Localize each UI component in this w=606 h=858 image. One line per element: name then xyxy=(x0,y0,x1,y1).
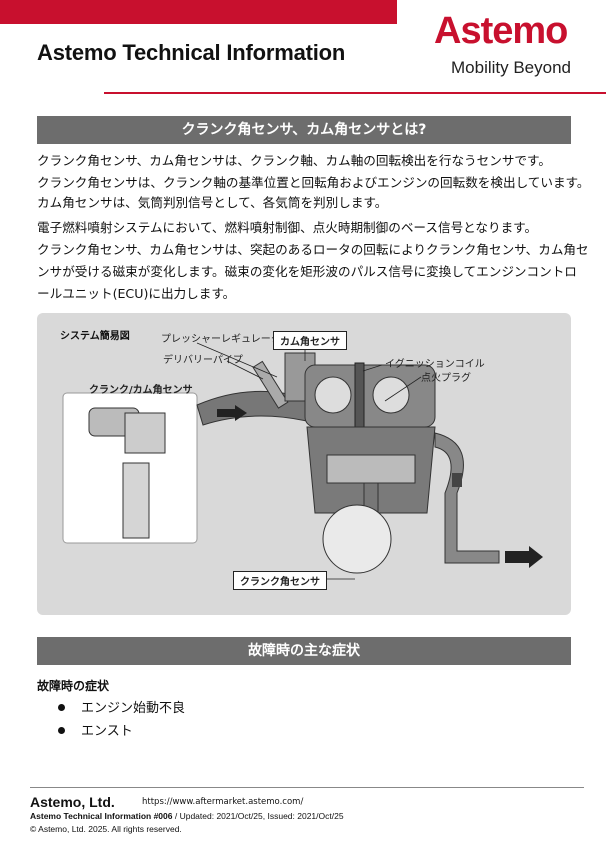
sensor-body xyxy=(122,462,150,539)
cam-sensor-paragraph: カム角センサは、気筒判別信号として、各気筒を判別します。 xyxy=(37,195,388,210)
symptom-list-item: エンジン始動不良 xyxy=(58,697,185,716)
symptom-list-item: エンスト xyxy=(58,720,133,739)
footer-doc-id: Astemo Technical Information #006 xyxy=(30,811,173,821)
callout-cam-sensor: カム角センサ xyxy=(273,331,347,350)
sensor-flange xyxy=(124,412,166,454)
exhaust-cam xyxy=(372,376,410,414)
engine-illustration xyxy=(62,342,543,580)
function-line: ンサが受ける磁束が変化します。磁束の変化を矩形波のパルス信号に変換してエンジンコ… xyxy=(37,264,577,279)
footer-copyright: © Astemo, Ltd. 2025. All rights reserved… xyxy=(30,824,182,834)
section-heading-symptoms: 故障時の主な症状 xyxy=(37,637,571,665)
astemo-logo: Astemo xyxy=(434,10,568,52)
bullet-dot-icon xyxy=(58,727,65,734)
brand-tagline: Mobility Beyond xyxy=(451,58,572,77)
function-line: ールユニット(ECU)に出力します。 xyxy=(37,286,236,301)
intro-line: クランク角センサ、カム角センサは、クランク軸、カム軸の回転検出を行なうセンサです… xyxy=(37,153,551,168)
footer-url-link[interactable]: https://www.aftermarket.astemo.com/ xyxy=(142,797,304,807)
footer-company: Astemo, Ltd. xyxy=(30,794,115,810)
footer-divider xyxy=(30,787,584,788)
header-divider xyxy=(104,92,606,94)
footer-document-info: Astemo Technical Information #006 / Upda… xyxy=(30,811,344,821)
section-heading-overview: クランク角センサ、カム角センサとは? xyxy=(37,116,571,144)
intake-cam xyxy=(314,376,352,414)
symptom-text: エンジン始動不良 xyxy=(81,701,186,716)
callout-crank-sensor: クランク角センサ xyxy=(233,571,327,590)
injector xyxy=(252,360,289,409)
intro-line: クランク角センサは、クランク軸の基準位置と回転角およびエンジンの回転数を検出して… xyxy=(37,175,590,190)
callout-ignition-coil: イグニッションコイル xyxy=(385,359,485,370)
function-line: 電子燃料噴射システムにおいて、燃料噴射制御、点火時期制御のベース信号となります。 xyxy=(37,220,538,235)
o2-sensor xyxy=(452,473,462,487)
exhaust-pipe xyxy=(434,432,500,564)
crankshaft-rotor xyxy=(322,504,392,574)
symptom-text: エンスト xyxy=(81,724,133,739)
symptoms-subheading: 故障時の症状 xyxy=(37,679,110,693)
page-title: Astemo Technical Information xyxy=(37,40,346,65)
diagram-label: システム簡易図 xyxy=(60,331,130,342)
bullet-dot-icon xyxy=(58,704,65,711)
callout-pressure-regulator: プレッシャーレギュレータ xyxy=(161,334,281,345)
piston xyxy=(326,454,416,484)
ignition-coil-part xyxy=(354,362,365,432)
function-line: クランク角センサ、カム角センサは、突起のあるロータの回転によりクランク角センサ、… xyxy=(37,242,589,257)
callout-delivery-pipe: デリバリーパイプ xyxy=(163,355,243,366)
callout-spark-plug: 点火プラグ xyxy=(421,373,471,384)
callout-crank-cam-sensor: クランク/カム角センサ xyxy=(89,385,193,396)
intro-paragraph: クランク角センサ、カム角センサは、クランク軸、カム軸の回転検出を行なうセンサです… xyxy=(37,150,590,194)
footer-doc-dates: / Updated: 2021/Oct/25, Issued: 2021/Oct… xyxy=(172,811,344,821)
top-red-bar xyxy=(0,0,397,24)
engine-system-diagram: プレッシャーレギュレータ デリバリーパイプ カム角センサ イグニッションコイル … xyxy=(37,313,571,615)
intake-arrow xyxy=(217,405,247,421)
exhaust-arrow xyxy=(505,546,543,568)
function-paragraph: 電子燃料噴射システムにおいて、燃料噴射制御、点火時期制御のベース信号となります。… xyxy=(37,217,589,305)
